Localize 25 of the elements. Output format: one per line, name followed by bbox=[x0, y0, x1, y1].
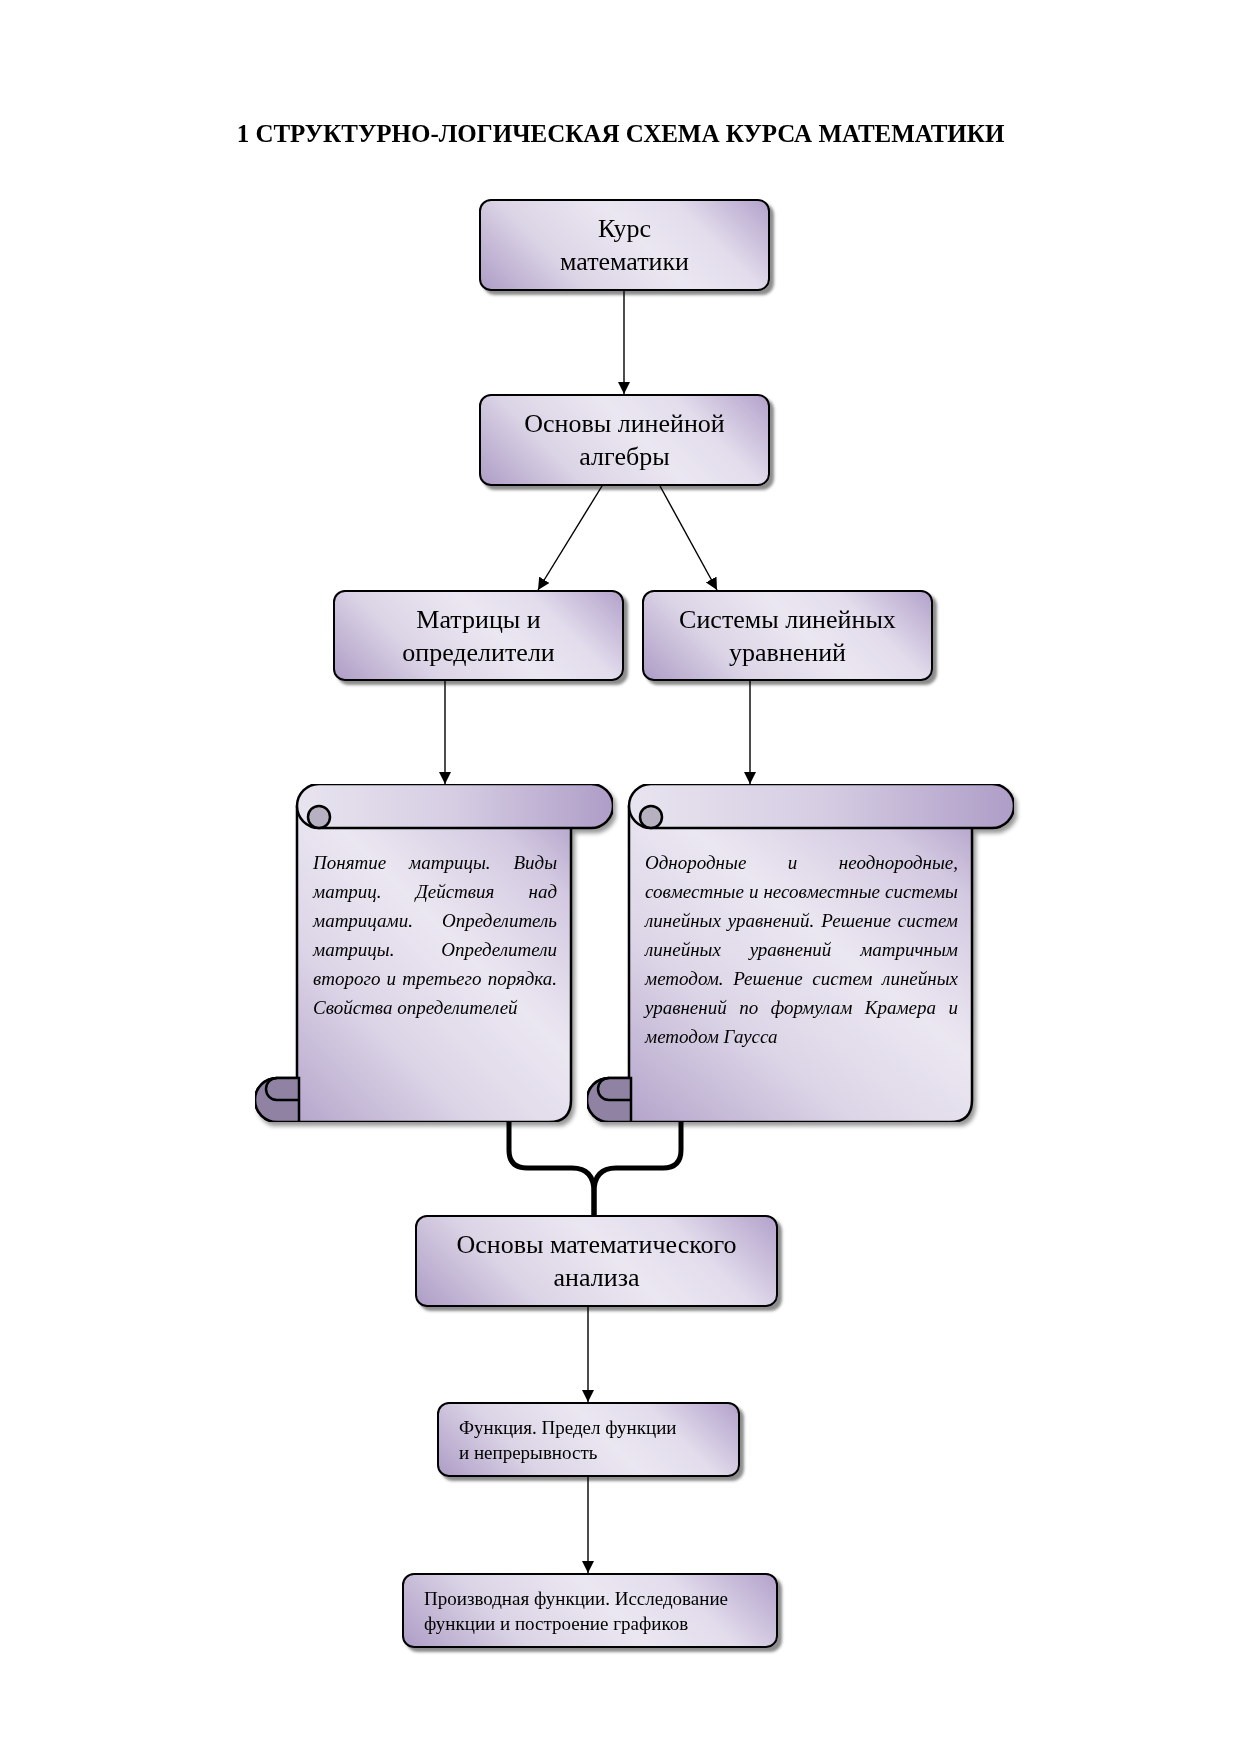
scroll-text: Понятие матрицы. Виды матриц. Действия над матрицами. Определитель матрицы. Определители второго и третьего порядка. Свойства определителей bbox=[313, 851, 557, 1020]
process-box bbox=[437, 1402, 740, 1477]
box-label: Курс математики bbox=[559, 213, 690, 278]
box-label: Системы линейных уравнений bbox=[678, 603, 897, 669]
process-box bbox=[415, 1215, 778, 1307]
process-box bbox=[642, 590, 933, 681]
arrow bbox=[582, 1476, 594, 1574]
brace-connector bbox=[591, 1122, 684, 1215]
box-label: Матрицы и определители bbox=[401, 603, 556, 669]
process-box bbox=[402, 1573, 778, 1648]
box-label: Основы математического анализа bbox=[455, 1229, 738, 1294]
process-box bbox=[479, 199, 770, 291]
arrow bbox=[659, 485, 718, 591]
box-label: Производная функции. Исследование функции и построение графиков bbox=[424, 1586, 730, 1636]
box-label: Основы линейной алгебры bbox=[523, 408, 726, 473]
arrow bbox=[582, 1306, 594, 1403]
box-label: Функция. Предел функции и непрерывность bbox=[459, 1415, 678, 1465]
diagram-title: 1 СТРУКТУРНО-ЛОГИЧЕСКАЯ СХЕМА КУРСА МАТЕМАТИКИ bbox=[236, 119, 1005, 149]
arrow bbox=[439, 680, 451, 785]
arrow bbox=[744, 680, 756, 785]
arrow bbox=[618, 290, 630, 395]
process-box bbox=[479, 394, 770, 486]
process-box bbox=[333, 590, 624, 681]
scroll-text: Однородные и неоднородные, совместные и несовместные системы линейных уравнений. Решение систем линейных уравнений матричным методом. Решение систем линейных уравнений по формулам Крамера и методом Гаусса bbox=[645, 851, 958, 1049]
arrow bbox=[537, 485, 603, 591]
